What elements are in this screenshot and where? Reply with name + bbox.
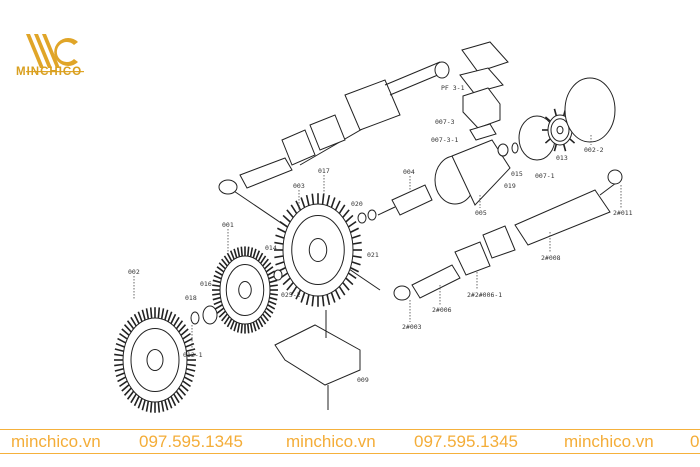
motor-housing	[451, 139, 511, 206]
label-013: 013	[556, 154, 568, 162]
label-004: 004	[403, 168, 415, 176]
label-002-2: 002-2	[584, 146, 604, 154]
silencer-tube-lower	[514, 189, 611, 246]
fan-cover-002-2	[564, 77, 616, 143]
pump-housing-003	[274, 193, 362, 307]
bearing-020	[357, 212, 367, 224]
hex-sleeve	[482, 225, 516, 259]
hex-sleeve	[309, 114, 346, 151]
label-012-1: 012-1	[183, 351, 203, 359]
outer-fan-cover-002	[114, 307, 196, 413]
bottom-cover-009	[274, 324, 361, 386]
label-019: 019	[504, 182, 516, 190]
label-018: 018	[185, 294, 197, 302]
footer-website: minchico.vn	[286, 431, 376, 451]
hex-sleeve	[454, 241, 491, 276]
washer-025-2	[273, 269, 283, 281]
hex-sleeve	[281, 129, 316, 166]
tie-rod	[389, 71, 446, 96]
tie-rod	[384, 61, 441, 86]
minchico-logo	[26, 34, 84, 73]
terminal-box-gasket	[459, 67, 504, 94]
impeller-001	[212, 246, 278, 334]
mesh-filter-upper	[239, 157, 293, 189]
label-2-006: 2#006	[432, 306, 452, 314]
circlip-015	[511, 142, 519, 154]
label-015: 015	[511, 170, 523, 178]
rotor	[391, 184, 433, 216]
label-002: 002	[128, 268, 140, 276]
label-001: 001	[222, 221, 234, 229]
label-016: 016	[200, 280, 212, 288]
label-2-008: 2#008	[541, 254, 561, 262]
gasket-upper	[218, 179, 238, 195]
footer-website: minchico.vn	[11, 431, 101, 451]
mesh-filter-lower	[411, 264, 461, 299]
terminal-block	[469, 123, 497, 141]
label-005: 005	[475, 209, 487, 217]
shaft	[377, 206, 396, 216]
label-2-011: 2#011	[613, 209, 633, 217]
footer-website: minchico.vn	[564, 431, 654, 451]
bearing-021	[367, 209, 377, 221]
label-025-2: 025-2	[281, 291, 301, 299]
label-003: 003	[293, 182, 305, 190]
footer-phone: 097.595.1345	[414, 431, 518, 451]
label-014: 014	[265, 244, 277, 252]
label-007-3: 007-3	[435, 118, 455, 126]
label-2-2-006-1: 2#2#006-1	[467, 291, 502, 299]
terminal-box	[462, 87, 501, 129]
label-020: 020	[351, 200, 363, 208]
brand-name: MINCHICO	[16, 66, 83, 78]
label-pf-3-1: PF 3-1	[441, 84, 465, 92]
flange-upper	[434, 61, 450, 79]
label-009: 009	[357, 376, 369, 384]
bearing-019	[497, 143, 509, 157]
silencer-tube-upper	[344, 79, 401, 131]
label-007-1: 007-1	[535, 172, 555, 180]
watermark-footer: minchico.vn 097.595.1345 minchico.vn 097…	[0, 429, 700, 454]
footer-phone-partial: 0	[690, 431, 700, 451]
gasket-lower	[393, 285, 411, 301]
flange-lower	[607, 169, 623, 185]
terminal-box-cover	[461, 41, 509, 73]
footer-phone: 097.595.1345	[139, 431, 243, 451]
label-021: 021	[367, 251, 379, 259]
part-labels: 002 001 003 017 020 021 014 016 018 012-…	[128, 84, 633, 384]
bearing-016	[202, 305, 218, 325]
label-007-3-1: 007-3-1	[431, 136, 458, 144]
label-017: 017	[318, 167, 330, 175]
bearing-018	[190, 311, 200, 325]
label-2-003: 2#003	[402, 323, 422, 331]
